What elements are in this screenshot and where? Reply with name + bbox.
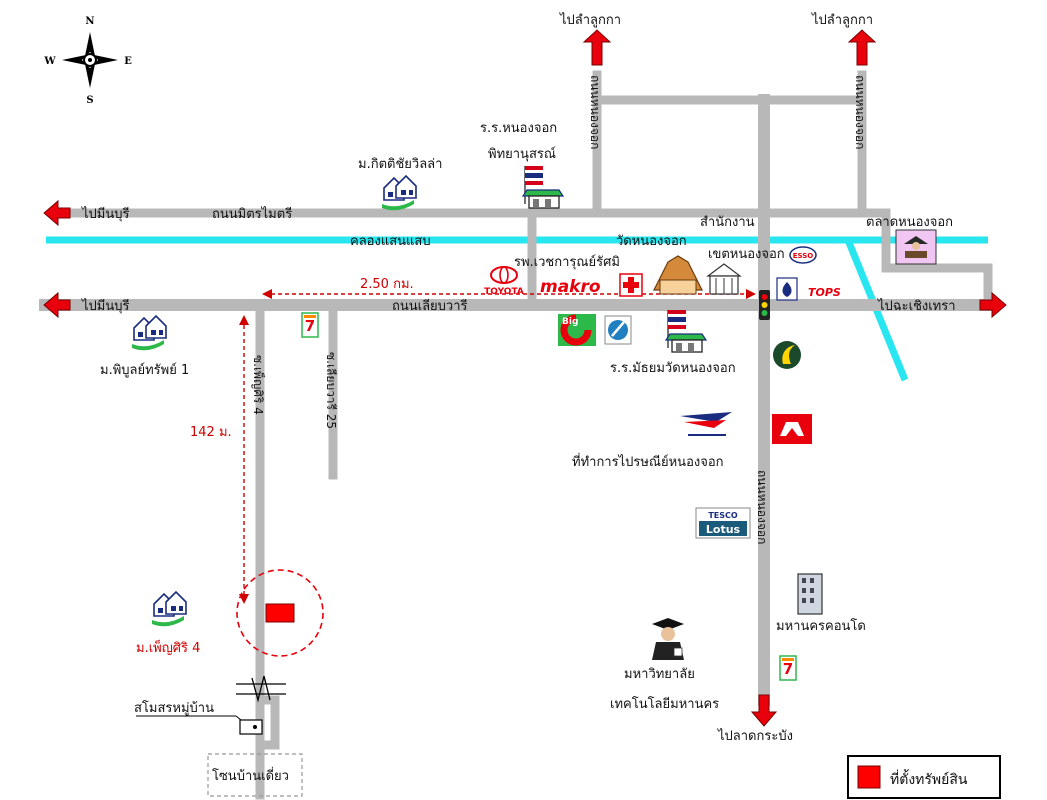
house-icon xyxy=(381,175,417,212)
esso-logo-icon: ESSO xyxy=(789,246,817,264)
university-label-1: มหาวิทยาลัย xyxy=(624,667,695,682)
tesco-lotus-logo-icon: TESCO Lotus xyxy=(695,507,751,539)
road-soi-phensiri4-label: ซ.เพ็ญศิริ 4 xyxy=(251,355,266,415)
road-mittraphap-label: ถนนมิตรไมตรี xyxy=(212,206,292,222)
market-vendor-icon xyxy=(895,229,937,265)
legend: ที่ตั้งทรัพย์สิน xyxy=(847,755,1001,799)
distance-soi-label: 142 ม. xyxy=(190,425,232,440)
tops-logo: TOPS xyxy=(808,286,841,299)
clubhouse-label: สโมสรหมู่บ้าน xyxy=(134,700,214,716)
zone-box xyxy=(207,753,303,797)
to-chachoengsao: ไปฉะเชิงเทรา xyxy=(877,298,956,314)
distance-main-label: 2.50 กม. xyxy=(360,277,414,292)
road-nong-chok-upper-left: ถนนหนองจอก xyxy=(588,75,602,149)
ptt-logo-icon xyxy=(776,277,798,301)
graduate-icon xyxy=(652,618,684,660)
to-lat-krabang: ไปลาดกระบัง xyxy=(717,728,793,744)
esso-label: ESSO xyxy=(793,252,814,260)
university-label-2: เทคโนโลยีมหานคร xyxy=(610,696,719,712)
canal-label: คลองแสนแสบ xyxy=(350,234,431,249)
traffic-light-icon xyxy=(759,290,770,320)
school-icon xyxy=(522,165,564,209)
post-office-label: ที่ทำการไปรษณีย์หนองจอก xyxy=(572,453,724,470)
clubhouse-icon xyxy=(239,719,263,735)
to-min-buri-upper: ไปมีนบุรี xyxy=(81,206,129,222)
compass-w: W xyxy=(43,56,56,67)
lotus-label: Lotus xyxy=(706,523,741,536)
big-c-label: Big xyxy=(562,317,578,327)
phensiri-label: ม.เพ็ญศิริ 4 xyxy=(136,638,200,656)
compass-e: E xyxy=(124,56,132,67)
to-min-buri-lower: ไปมีนบุรี xyxy=(81,298,129,314)
district-office-label-2: เขตหนองจอก xyxy=(708,247,785,262)
school-nongchok-label-2: พิทยานุสรณ์ xyxy=(488,146,556,162)
tesco-label: TESCO xyxy=(708,511,738,520)
wat-label: วัดหนองจอก xyxy=(616,234,687,249)
hospital-cross-icon xyxy=(619,273,643,297)
to-lam-luk-ka-left: ไปลำลูกกา xyxy=(559,12,621,28)
direction-arrows xyxy=(43,29,1007,727)
road-liap-warri-label: ถนนเลียบวารี xyxy=(392,298,468,314)
phiboon-house-icon xyxy=(131,315,167,352)
school-2-icon xyxy=(665,309,707,353)
compass-rose-icon xyxy=(62,32,118,88)
distance-arrowhead-right xyxy=(746,289,756,299)
property-marker[interactable] xyxy=(265,603,295,623)
market-label: ตลาดหนองจอก xyxy=(866,215,953,230)
temple-icon xyxy=(653,255,703,295)
shrine-icon xyxy=(706,263,742,295)
clubhouse-dot xyxy=(253,725,257,729)
road-soi-liapwari25-label: ซ.เลียบวารี 25 xyxy=(324,352,338,429)
seven-eleven-2-icon xyxy=(779,655,797,681)
thailand-post-logo-icon xyxy=(680,412,732,439)
compass-s: S xyxy=(86,95,93,106)
toyota-label: TOYOTA xyxy=(484,287,524,297)
legend-swatch xyxy=(857,765,881,789)
school-2-label: ร.ร.มัธยมวัดหนองจอก xyxy=(610,361,736,376)
distance-arrowhead-left xyxy=(262,289,272,299)
phiboon-label: ม.พิบูลย์ทรัพย์ 1 xyxy=(100,362,189,378)
district-office-label-1: สำนักงาน xyxy=(700,215,755,230)
honda-logo-icon xyxy=(772,414,812,444)
road-network xyxy=(39,70,993,800)
road-nong-chok-upper-right: ถนนหนองจอก xyxy=(853,75,867,149)
phensiri-house-icon xyxy=(151,591,187,628)
zone-label: โซนบ้านเดี่ยว xyxy=(212,767,289,784)
toyota-logo-icon: TOYOTA xyxy=(484,266,524,297)
kitchai-villa-label: ม.กิตติชัยวิลล่า xyxy=(358,157,442,172)
distance-arrowhead-bottom xyxy=(239,594,249,604)
road-break-marks xyxy=(236,675,286,703)
legend-label: ที่ตั้งทรัพย์สิน xyxy=(890,769,968,788)
property-circle xyxy=(236,569,324,657)
to-lam-luk-ka-right: ไปลำลูกกา xyxy=(811,12,873,28)
bangchak-logo-icon xyxy=(773,341,801,369)
hospital-label: รพ.เวชการุณย์รัศมิ xyxy=(514,254,620,270)
makro-logo: makro xyxy=(540,277,601,297)
distance-arrowhead-top xyxy=(239,315,249,325)
big-c-logo-icon: Big xyxy=(558,314,596,346)
bank-logo-icon xyxy=(604,315,632,345)
road-nong-chok-lower: ถนนหนองจอก xyxy=(755,470,769,544)
condo-building-icon xyxy=(797,573,823,615)
seven-eleven-icon xyxy=(301,312,319,338)
compass-n: N xyxy=(85,16,94,27)
condo-label: มหานครคอนโด xyxy=(776,618,866,634)
school-nongchok-label-1: ร.ร.หนองจอก xyxy=(480,121,557,136)
